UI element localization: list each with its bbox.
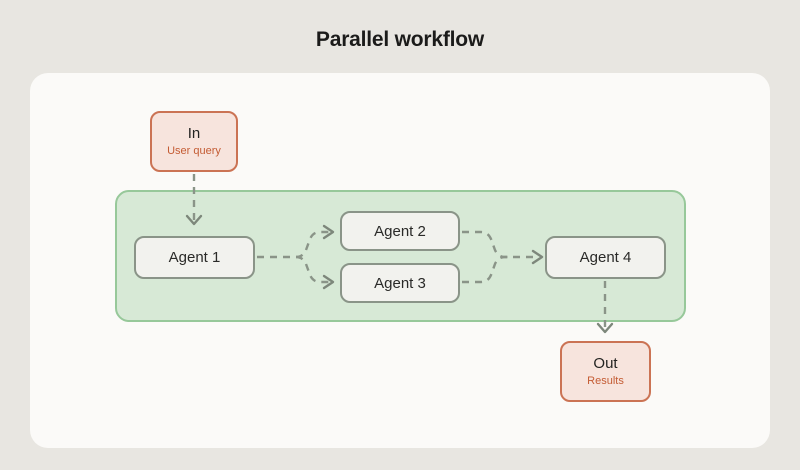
page-title: Parallel workflow bbox=[315, 28, 485, 51]
node-agent-1[interactable]: Agent 1 bbox=[134, 236, 255, 279]
node-out-subtitle: Results bbox=[587, 375, 624, 387]
node-agent-3-title: Agent 3 bbox=[374, 274, 426, 292]
node-agent-3[interactable]: Agent 3 bbox=[340, 263, 460, 303]
node-agent-4[interactable]: Agent 4 bbox=[545, 236, 666, 279]
node-agent-4-title: Agent 4 bbox=[579, 249, 632, 266]
node-out-title: Out bbox=[593, 355, 618, 372]
node-agent-1-title: Agent 1 bbox=[168, 249, 221, 266]
node-in-title: In bbox=[187, 125, 201, 142]
node-in-subtitle: User query bbox=[167, 145, 221, 157]
node-out[interactable]: Out Results bbox=[560, 341, 651, 402]
node-agent-2[interactable]: Agent 2 bbox=[340, 211, 460, 251]
node-agent-2-title: Agent 2 bbox=[374, 222, 426, 240]
node-in[interactable]: In User query bbox=[150, 111, 238, 172]
